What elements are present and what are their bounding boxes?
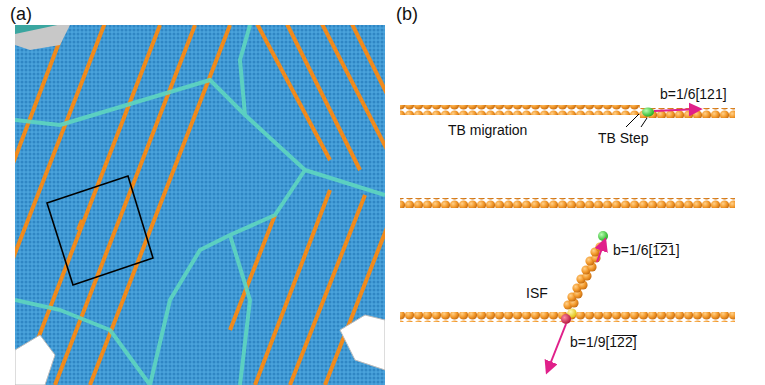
- partial-atom: [561, 314, 571, 324]
- annotation: TB Step: [598, 130, 649, 146]
- void: [340, 315, 385, 370]
- void: [15, 335, 55, 385]
- burgers-vectors: [547, 109, 700, 372]
- indenter: [15, 25, 59, 34]
- isf-atoms: [563, 242, 604, 309]
- grain-boundaries: [15, 25, 385, 385]
- panel-label: (a): [10, 4, 32, 25]
- annotation: ISF: [526, 285, 548, 301]
- panel-label: (b): [396, 4, 418, 25]
- zoom-box: [47, 176, 153, 285]
- partial-atom: [598, 231, 608, 241]
- upper-grain: [245, 25, 385, 195]
- twin-segment: [78, 220, 82, 230]
- leader-lines: [626, 114, 647, 127]
- fcc-grain: [15, 25, 385, 385]
- step-atom: [642, 108, 654, 117]
- burgers-vector-label: b=1/6[121]: [660, 86, 727, 102]
- burgers-vector-label: b=1/6[1̅2̅1]: [613, 242, 680, 258]
- twin-boundaries: [15, 25, 385, 385]
- md-snapshot: [15, 25, 385, 385]
- burgers-vector-label: b=1/9[1̅2̅2̅]: [570, 334, 637, 350]
- twin-boundary-atoms: [400, 105, 735, 322]
- annotation: TB migration: [448, 122, 527, 138]
